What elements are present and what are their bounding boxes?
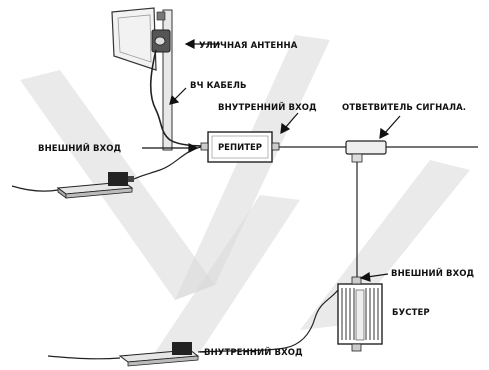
label-booster: БУСТЕР xyxy=(392,308,430,318)
repeater-label: РЕПИТЕР xyxy=(218,143,262,153)
label-outdoor-input-booster: ВНЕШНИЙ ВХОД xyxy=(391,267,475,279)
label-outdoor-input-left: ВНЕШНИЙ ВХОД xyxy=(38,142,122,154)
signal-splitter xyxy=(345,140,387,163)
outdoor-antenna-icon xyxy=(111,7,173,151)
indoor-antenna-bottom-icon xyxy=(118,342,200,367)
label-indoor-input-top: ВНУТРЕННИЙ ВХОД xyxy=(218,101,317,113)
label-outdoor-antenna: УЛИЧНАЯ АНТЕННА xyxy=(199,41,298,51)
cable-left-antenna-tail xyxy=(11,185,59,192)
rf-cable xyxy=(149,49,209,147)
cable-bottom-antenna xyxy=(197,289,339,353)
booster-unit xyxy=(337,276,383,352)
arrows xyxy=(142,39,401,353)
label-indoor-input-bottom: ВНУТРЕННИЙ ВХОД xyxy=(204,346,303,358)
label-rf-cable: ВЧ КАБЕЛЬ xyxy=(190,81,247,91)
repeater-unit xyxy=(200,131,280,163)
indoor-antenna-left-icon xyxy=(56,172,134,199)
label-splitter: ОТВЕТВИТЕЛЬ СИГНАЛА. xyxy=(342,103,466,113)
cable-bottom-antenna-tail xyxy=(47,355,121,360)
cable-left-antenna xyxy=(133,146,202,180)
